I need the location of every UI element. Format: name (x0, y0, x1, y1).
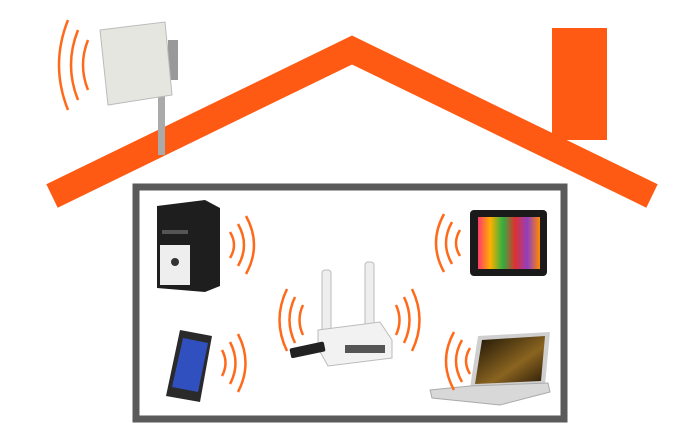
house-outline (132, 183, 568, 423)
wifi-waves-icon (434, 213, 462, 273)
tablet-icon (470, 210, 547, 276)
wifi-waves-icon (278, 288, 421, 352)
chimney (552, 28, 607, 140)
wifi-waves-icon (220, 333, 247, 393)
wifi-waves-icon (57, 19, 90, 111)
laptop-icon (429, 332, 551, 406)
smartphone-icon (166, 330, 212, 402)
wifi-waves-icon (444, 331, 472, 391)
wifi-waves-icon (228, 215, 256, 275)
outdoor-antenna-icon (99, 21, 178, 155)
roof (46, 35, 658, 208)
desktop-pc-icon (157, 200, 220, 292)
router-icon (289, 261, 393, 367)
